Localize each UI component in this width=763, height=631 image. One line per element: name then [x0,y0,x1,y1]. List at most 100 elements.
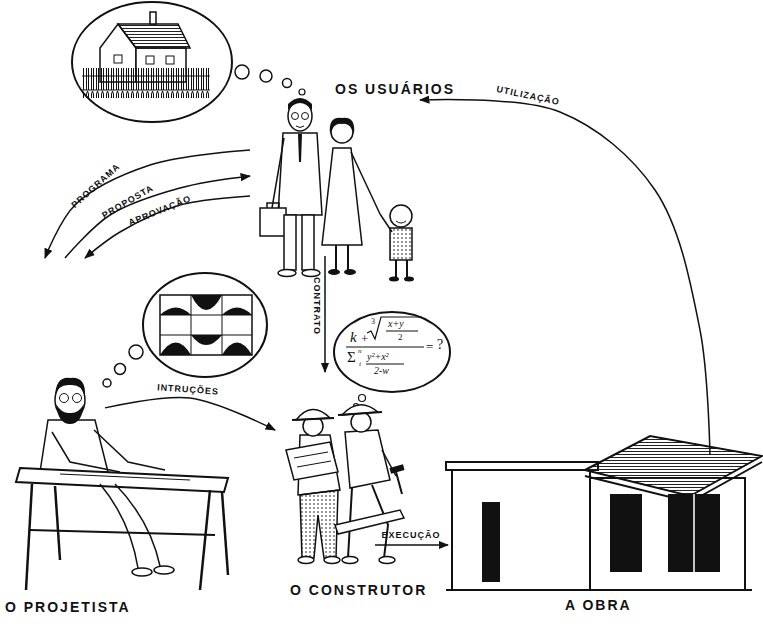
formula-term: y²+x² [367,352,389,362]
shoe [278,270,296,277]
plan-line [297,461,331,467]
butterfly-roof [585,436,762,496]
house-roof [118,24,190,48]
house-fence [82,68,210,98]
flow-arrow [324,256,326,372]
hammer-head [389,464,404,473]
briefcase [260,208,286,236]
door [482,502,500,582]
house-window [166,56,174,64]
glasses [60,394,69,403]
helmet-brim [338,412,382,415]
desk-leg [26,484,32,590]
shoe [132,568,152,576]
man-hair [288,98,312,110]
window [610,494,642,572]
thought-bubble [334,312,450,392]
formula-term: x+y [388,319,404,329]
formula-term: 2 [398,333,403,342]
fraction-bar [366,364,404,365]
sketch-shape [222,308,252,316]
builder-body [345,430,390,488]
woman-leg [335,245,337,270]
arrow-label: EXECUÇÃO [381,531,440,540]
desk-leg [200,490,210,590]
designer-beard [56,404,84,424]
woman-leg [347,245,349,270]
building-wall [452,470,590,590]
window-frame [693,494,695,572]
building-plan [286,442,338,480]
hammer-handle [396,472,402,494]
thought-dot [115,364,126,375]
shoe [324,557,340,564]
sketch-shape [160,308,191,316]
designer-arm [52,432,120,472]
designer-leg [100,484,138,568]
fence-rail [82,76,210,77]
fraction-bar [386,331,418,332]
flow-arrow [105,397,275,430]
shoe [389,277,399,282]
sketch-shape [222,343,252,356]
arrow-label: INTRUÇÕES [157,383,219,396]
window [668,494,720,572]
woman-hair [330,118,355,134]
thought-dot [260,70,272,82]
helmet-brim [292,418,334,420]
thought-bubble [72,2,232,122]
house-chimney [150,12,156,24]
thought-dot [103,379,111,387]
shoe [302,270,320,277]
arrow-label: CONTRATO [312,277,321,335]
desk-leg [222,492,228,575]
shoe [298,557,314,564]
shoe [342,557,358,564]
sketch-shape [191,295,222,310]
shoe [344,269,356,275]
flow-arrow [420,99,710,455]
design-sketch [160,295,252,355]
formula-term: ? [437,338,443,352]
child-leg [395,260,397,278]
formula-term: = [426,340,433,353]
man-leg [284,215,296,270]
plan-line [294,452,328,458]
builders [286,405,405,564]
actor-label: A OBRA [565,598,632,612]
designer-hair [55,378,85,396]
sketch-shape [191,335,222,345]
man-tie [298,134,302,162]
formula-term: 2-w [374,366,389,376]
arrow-label: UTILIZAÇÃO [496,85,561,107]
formula-term: i [359,361,361,368]
child-head [390,205,412,227]
thought-dot [129,345,143,359]
shoe [154,566,174,574]
man-mouth [296,126,304,128]
child-shirt [390,228,412,260]
roof-slab [446,462,598,470]
actor-node: OS USUÁRIOS [250,78,420,256]
formula-term: k [350,330,357,345]
formula-term: n [358,348,362,355]
actor-label: O CONSTRUTOR [290,583,427,597]
designer-shirt [40,420,108,472]
flow-arrow [375,544,448,546]
shoe [404,277,414,282]
builder-head [351,412,371,432]
glasses [292,113,299,120]
sketch-shape [160,343,191,356]
flow-arrow [45,150,250,258]
ground-line [446,589,752,591]
fence-rail [82,90,210,91]
formula-term: + [361,332,368,345]
thought-dot [299,89,305,95]
ruler [60,474,190,480]
fraction-bar [346,346,424,347]
shoe [379,557,395,564]
formula-term: Σ [347,350,356,365]
radical-sign [367,317,422,339]
